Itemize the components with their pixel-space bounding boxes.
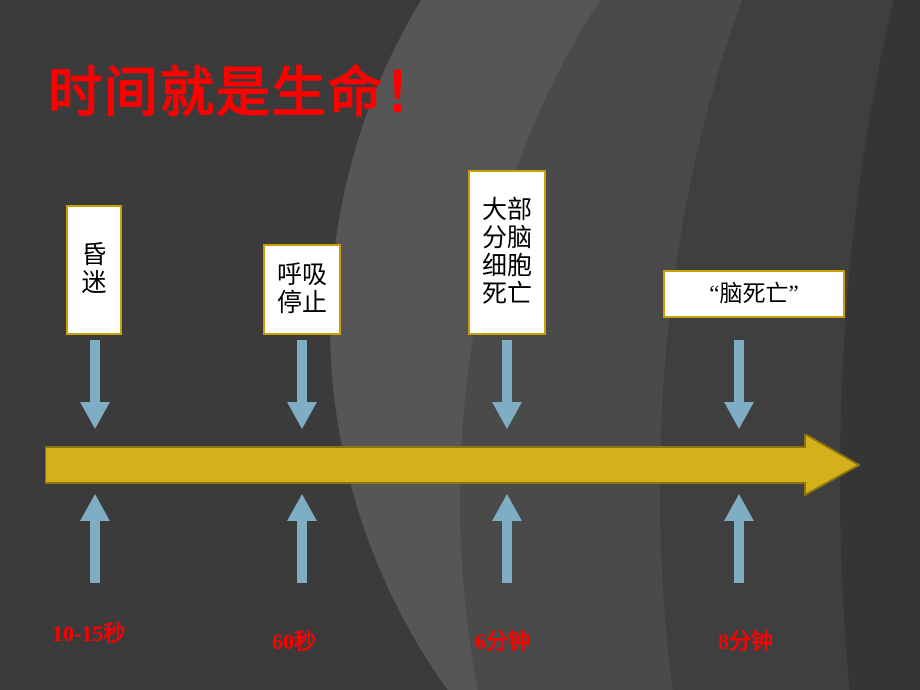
event-label-text-1: 昏 迷	[81, 242, 107, 297]
event-label-text-3: 大部 分脑 细胞 死亡	[481, 196, 532, 308]
down-arrow-3	[491, 340, 523, 430]
background-swoosh-3	[660, 0, 920, 690]
down-arrow-4	[723, 340, 755, 430]
event-label-text-2: 呼吸 停止	[276, 261, 327, 317]
event-label-box-1: 昏 迷	[66, 205, 122, 335]
up-arrow-3	[491, 494, 523, 584]
up-arrow-1	[79, 494, 111, 584]
event-label-text-4: “脑死亡”	[709, 281, 799, 307]
up-arrow-4	[723, 494, 755, 584]
event-time-1: 10-15秒	[52, 621, 126, 646]
event-label-box-3: 大部 分脑 细胞 死亡	[468, 170, 546, 335]
event-time-2: 60秒	[272, 629, 317, 654]
event-label-box-4: “脑死亡”	[663, 270, 845, 318]
slide-title: 时间就是生命！	[48, 63, 440, 123]
event-time-3: 6分钟	[475, 629, 531, 654]
background-swoosh-4	[840, 0, 920, 690]
down-arrow-1	[79, 340, 111, 430]
up-arrow-2	[286, 494, 318, 584]
timeline-arrow	[44, 432, 862, 501]
event-label-box-2: 呼吸 停止	[263, 244, 341, 335]
event-time-4: 8分钟	[718, 629, 774, 654]
background-swoosh-2	[460, 0, 920, 690]
down-arrow-2	[286, 340, 318, 430]
